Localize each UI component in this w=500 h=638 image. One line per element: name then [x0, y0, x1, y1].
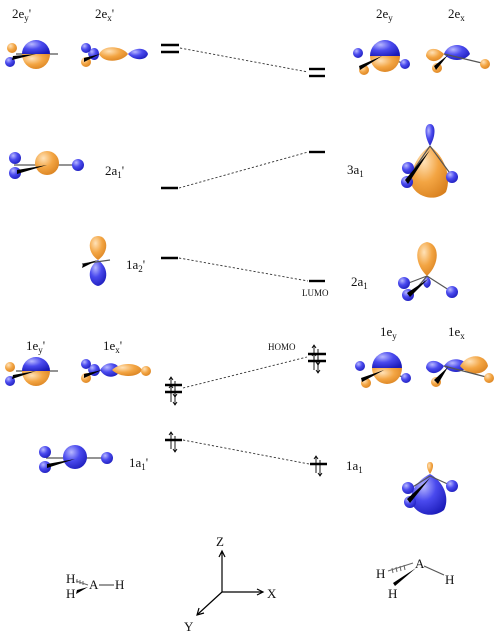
lumo-label: LUMO [302, 288, 329, 298]
correlation-2a1 [178, 257, 309, 282]
pyramidal-center-a: A [415, 556, 425, 571]
orbital-3a1-icon [401, 124, 458, 198]
axis-z-label: Z [216, 534, 224, 549]
orbital-1ey-icon [355, 352, 411, 388]
label-2ex: 2ex [448, 6, 465, 23]
orbital-1ey-prime-icon [5, 357, 58, 386]
label-1ex: 1ex [448, 324, 465, 341]
orbital-2ex-icon [426, 45, 490, 73]
electron-spins [168, 344, 323, 477]
axis-triad: Z X Y [184, 534, 277, 634]
pyramidal-labels: 2ey 2ex 3a1 2a1 1ey 1ex 1a1 [346, 6, 465, 475]
correlation-3a1 [178, 151, 309, 189]
label-1ey: 1ey [380, 324, 397, 341]
spin-pair-1e-prime-b [168, 384, 178, 406]
orbital-1ex-icon [426, 356, 494, 387]
spin-pair-1a1 [313, 455, 323, 477]
orbital-1a1-prime-icon [39, 445, 113, 473]
label-2ey-prime: 2ey' [12, 6, 31, 23]
label-2ey: 2ey [376, 6, 393, 23]
label-1ey-prime: 1ey' [26, 338, 45, 355]
pyramidal-ligand-h1: H [376, 566, 385, 581]
spin-pair-1a1-prime [168, 431, 178, 453]
planar-ligand-h2: H [66, 586, 75, 601]
label-1a2-prime: 1a2' [126, 257, 145, 274]
label-1ex-prime: 1ex' [103, 338, 122, 355]
label-2ex-prime: 2ex' [95, 6, 114, 23]
pyramidal-ligand-h3: H [388, 586, 397, 601]
planar-center-a: A [89, 577, 99, 592]
correlation-1e [182, 356, 308, 389]
correlation-lines [178, 47, 310, 465]
orbital-2ex-prime-icon [81, 43, 148, 67]
pyramidal-ligand-h2: H [445, 572, 454, 587]
label-1a1-prime: 1a1' [129, 455, 148, 472]
planar-geometry: H H A H [66, 571, 124, 601]
axis-x-label: X [267, 586, 277, 601]
orbital-1ex-prime-icon [81, 359, 151, 383]
orbital-1a1-icon [402, 462, 458, 515]
axis-y-label: Y [184, 619, 194, 634]
correlation-2e [179, 47, 309, 73]
orbital-1a2-prime-icon [81, 236, 111, 286]
correlation-1a1 [182, 439, 310, 465]
label-2a1-prime: 2a1' [105, 163, 124, 180]
planar-ligand-h3: H [115, 577, 124, 592]
label-1a1: 1a1 [346, 458, 363, 475]
energy-levels [161, 43, 327, 466]
orbital-2ey-icon [353, 40, 410, 75]
orbital-2a1-prime-icon [9, 151, 84, 179]
orbital-2a1-icon [398, 242, 458, 301]
orbital-2ey-prime-icon [5, 40, 58, 69]
label-3a1: 3a1 [347, 162, 364, 179]
spin-pair-1e-b [311, 352, 321, 374]
label-2a1: 2a1 [351, 274, 368, 291]
homo-label: HOMO [268, 342, 296, 352]
pyramidal-geometry: H A H H [376, 556, 454, 601]
planar-labels: 2ey' 2ex' 2a1' 1a2' 1ey' 1ex' 1a1' [12, 6, 148, 472]
planar-ligand-h1: H [66, 571, 75, 586]
